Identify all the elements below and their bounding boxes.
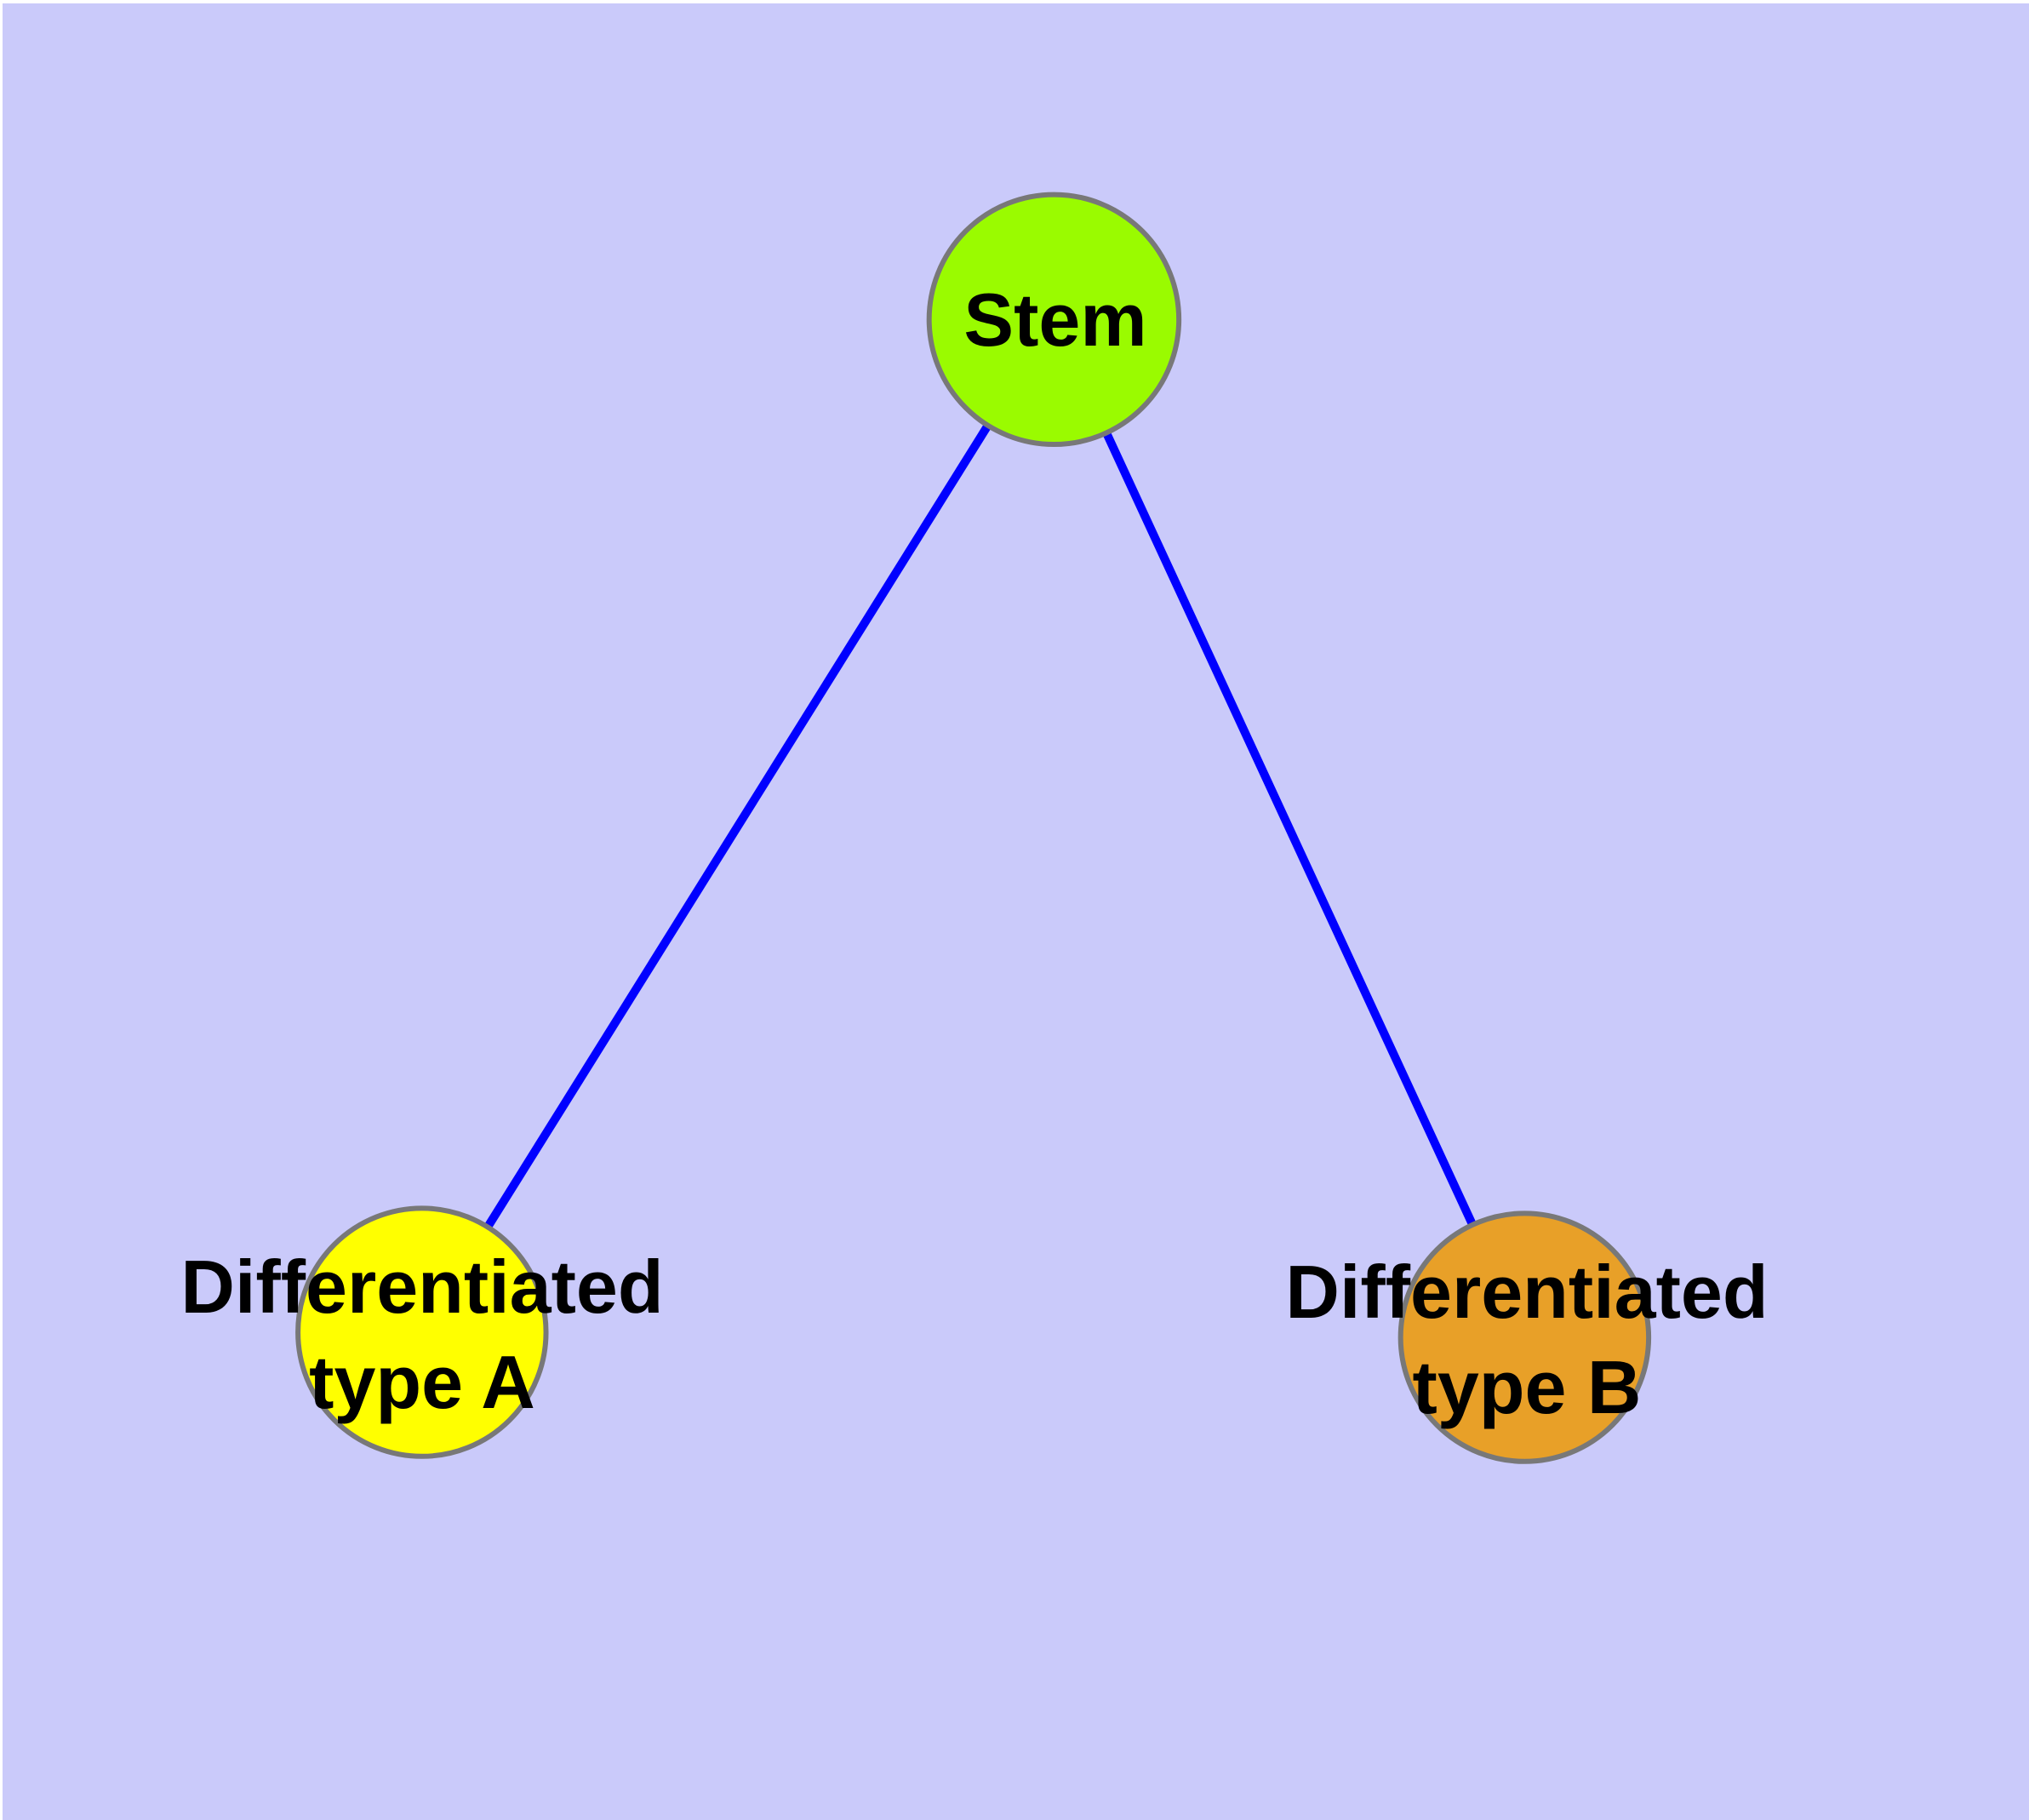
graph-svg bbox=[295, 192, 1652, 1464]
edge-stem-type-a bbox=[418, 317, 1058, 1335]
node-type-a bbox=[295, 1205, 549, 1459]
node-stem bbox=[926, 192, 1182, 448]
node-type-b bbox=[1397, 1210, 1652, 1464]
edge-stem-type-b bbox=[1049, 318, 1529, 1340]
